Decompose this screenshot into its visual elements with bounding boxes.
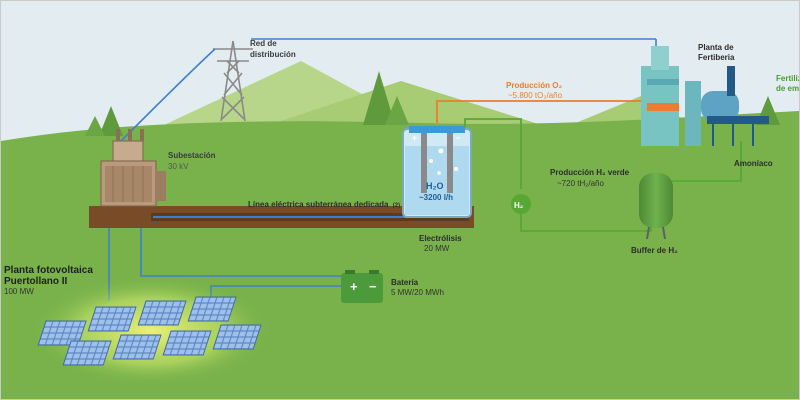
ammonia-label: Amoníaco [734, 159, 773, 168]
substation [100, 129, 166, 207]
water-formula: H₂O [426, 181, 444, 191]
h2-badge: H₂ [514, 201, 524, 210]
pv-title-1: Planta fotovoltaica [4, 265, 93, 276]
underground-line-label: Línea eléctrica subterránea dedicada (2) [248, 200, 400, 209]
fertiberia-title-1: Planta de [698, 43, 734, 52]
battery: + − [341, 270, 383, 303]
pylon [213, 40, 253, 122]
labels: Red de distribución Subestación 30 kV Lí… [4, 39, 799, 297]
grid-title-2: distribución [250, 50, 296, 59]
pv-title-2: Puertollano II [4, 276, 68, 287]
battery-title: Batería [391, 278, 419, 287]
oxygen-value: ~5.800 tO₂/año [508, 91, 563, 100]
fertilizer-label-2: de em [776, 84, 799, 93]
fertiberia-plant [641, 46, 769, 146]
electrolysis-value: 20 MW [424, 244, 450, 253]
substation-title: Subestación [168, 151, 216, 160]
buffer-tank [639, 173, 673, 240]
water-flow: ~3200 l/h [419, 193, 453, 202]
fertiberia-title-2: Fertiberia [698, 53, 735, 62]
substation-value: 30 kV [168, 162, 189, 171]
underground-line-note: (2) [393, 203, 400, 209]
oxygen-pipe [436, 100, 641, 123]
pv-value: 100 MW [4, 287, 34, 296]
fertilizer-label-1: Fertiliz [776, 74, 799, 83]
battery-plus: + [350, 279, 358, 294]
buffer-title: Buffer de H₂ [631, 246, 678, 255]
h2-badge-circle [511, 194, 531, 214]
electrolyser [402, 126, 472, 218]
electrolysis-title: Electrólisis [419, 234, 462, 243]
underground-line-text: Línea eléctrica subterránea dedicada [248, 200, 389, 209]
electrode-plus: + [412, 133, 417, 143]
electrode-minus: − [455, 133, 460, 143]
h2-value: ~720 tH₂/año [557, 179, 604, 188]
oxygen-title: Producción O₂ [506, 81, 562, 90]
h2-title: Producción H₂ verde [550, 168, 630, 177]
battery-value: 5 MW/20 MWh [391, 288, 444, 297]
solar-field [37, 296, 262, 366]
battery-minus: − [369, 279, 377, 294]
grid-title-1: Red de [250, 39, 277, 48]
